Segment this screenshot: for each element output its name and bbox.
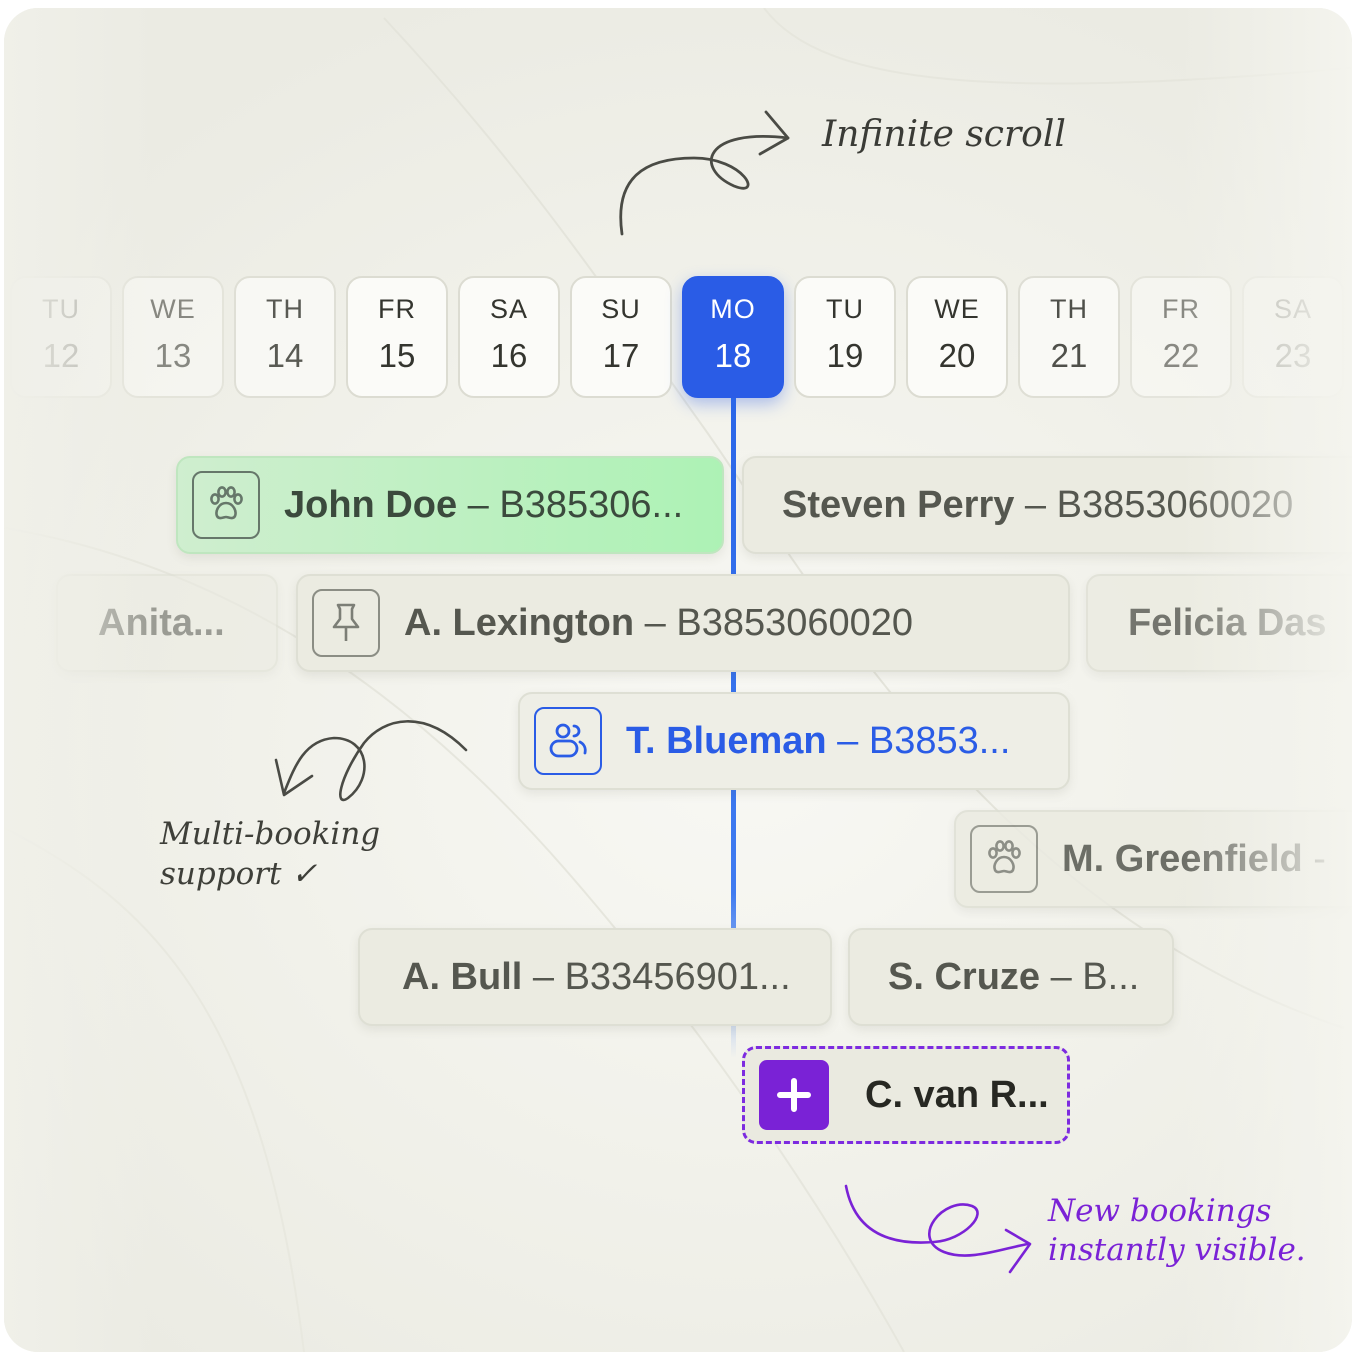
booking-label: A. Lexington – B3853060020 — [404, 601, 914, 644]
day-number: 21 — [1050, 337, 1088, 374]
day-fr-15[interactable]: FR 15 — [346, 276, 448, 398]
day-of-week: MO — [710, 294, 756, 324]
booking-label: Steven Perry – B3853060020 — [782, 483, 1294, 526]
day-of-week: WE — [150, 294, 196, 324]
day-of-week: FR — [1162, 294, 1200, 324]
day-tu-19[interactable]: TU 19 — [794, 276, 896, 398]
day-number: 23 — [1274, 337, 1312, 374]
pushpin-icon — [312, 589, 380, 657]
day-of-week: TU — [42, 294, 80, 324]
day-number: 17 — [602, 337, 640, 374]
day-number: 12 — [42, 337, 80, 374]
day-of-week: SA — [1273, 294, 1313, 324]
annotation-line: Multi-booking — [160, 816, 381, 852]
booking-felicia-das[interactable]: Felicia Das — [1086, 574, 1352, 672]
plus-icon — [759, 1060, 829, 1130]
booking-label: C. van R... — [865, 1073, 1049, 1116]
day-of-week: FR — [378, 294, 416, 324]
day-sa-16[interactable]: SA 16 — [458, 276, 560, 398]
day-mo-18-selected[interactable]: MO 18 — [682, 276, 784, 398]
day-number: 19 — [826, 337, 864, 374]
day-of-week: SU — [601, 294, 641, 324]
day-sa-23[interactable]: SA 23 — [1242, 276, 1344, 398]
day-su-17[interactable]: SU 17 — [570, 276, 672, 398]
day-number: 22 — [1162, 337, 1200, 374]
annotation-new-bookings: New bookings instantly visible. — [1048, 1192, 1306, 1270]
booking-label: Anita... — [98, 601, 225, 644]
booking-a-bull[interactable]: A. Bull – B33456901... — [358, 928, 832, 1026]
booking-steven-perry[interactable]: Steven Perry – B3853060020 — [742, 456, 1352, 554]
booking-john-doe[interactable]: John Doe – B385306... — [176, 456, 724, 554]
day-th-21[interactable]: TH 21 — [1018, 276, 1120, 398]
day-we-13[interactable]: WE 13 — [122, 276, 224, 398]
paw-icon — [192, 471, 260, 539]
booking-s-cruze[interactable]: S. Cruze – B... — [848, 928, 1174, 1026]
annotation-line: instantly visible. — [1048, 1231, 1306, 1268]
paw-icon — [970, 825, 1038, 893]
booking-m-greenfield[interactable]: M. Greenfield - — [954, 810, 1352, 908]
background-curves — [4, 8, 1352, 1352]
day-number: 18 — [714, 337, 752, 374]
day-number: 15 — [378, 337, 416, 374]
annotation-line: support ✓ — [160, 856, 318, 893]
booking-anita[interactable]: Anita... — [56, 574, 278, 672]
booking-label: Felicia Das — [1128, 601, 1327, 644]
day-fr-22[interactable]: FR 22 — [1130, 276, 1232, 398]
day-th-14[interactable]: TH 14 — [234, 276, 336, 398]
booking-label: M. Greenfield - — [1062, 837, 1326, 880]
day-number: 13 — [154, 337, 192, 374]
day-of-week: WE — [934, 294, 980, 324]
booking-label: T. Blueman – B3853... — [626, 719, 1011, 762]
day-of-week: TH — [1050, 294, 1088, 324]
booking-calendar-frame: TU 12 WE 13 TH 14 FR 15 SA 16 SU 17 MO 1… — [4, 8, 1352, 1352]
day-of-week: TH — [266, 294, 304, 324]
day-tu-12[interactable]: TU 12 — [10, 276, 112, 398]
booking-a-lexington[interactable]: A. Lexington – B3853060020 — [296, 574, 1070, 672]
users-icon — [534, 707, 602, 775]
annotation-infinite-scroll: Infinite scroll — [822, 114, 1066, 155]
booking-label: S. Cruze – B... — [888, 955, 1140, 998]
day-number: 20 — [938, 337, 976, 374]
booking-c-van-r-new[interactable]: C. van R... — [742, 1046, 1070, 1144]
annotation-multi-booking: Multi-booking support ✓ — [160, 814, 380, 895]
day-of-week: SA — [489, 294, 529, 324]
annotation-line: New bookings — [1048, 1193, 1272, 1229]
day-of-week: TU — [826, 294, 864, 324]
booking-label: A. Bull – B33456901... — [402, 955, 791, 998]
day-we-20[interactable]: WE 20 — [906, 276, 1008, 398]
booking-t-blueman[interactable]: T. Blueman – B3853... — [518, 692, 1070, 790]
booking-label: John Doe – B385306... — [284, 483, 684, 526]
day-number: 16 — [490, 337, 528, 374]
day-number: 14 — [266, 337, 304, 374]
